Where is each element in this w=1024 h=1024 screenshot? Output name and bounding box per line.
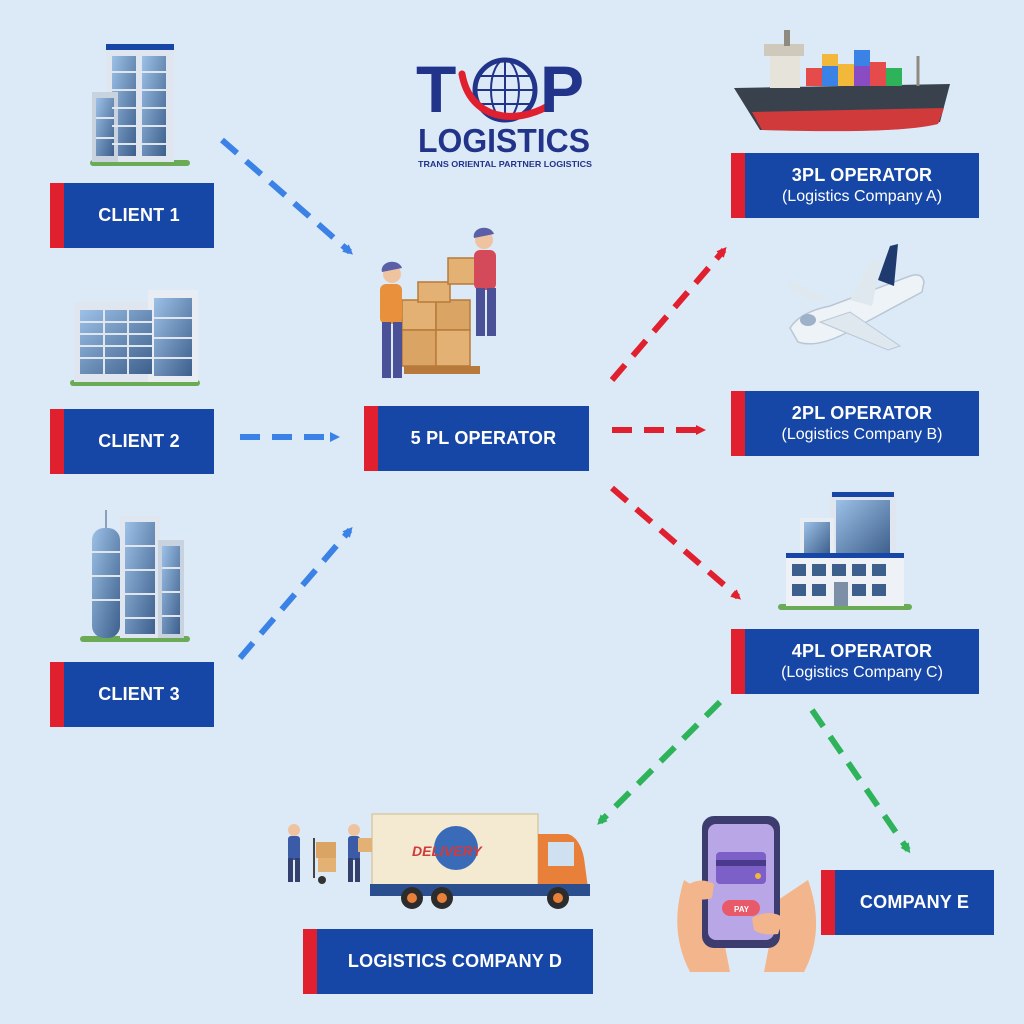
phone-pay-icon: PAY	[677, 816, 817, 972]
node-4pl-operator-sub: (Logistics Company C)	[781, 664, 943, 681]
node-2pl-operator: 2PL OPERATOR (Logistics Company B)	[731, 391, 979, 456]
node-3pl-operator: 3PL OPERATOR (Logistics Company A)	[731, 153, 979, 218]
arrow-client1-to-5pl	[220, 137, 354, 255]
office-building-icon	[80, 510, 190, 642]
node-4pl-operator: 4PL OPERATOR (Logistics Company C)	[731, 629, 979, 694]
arrow-5pl-to-3pl	[609, 246, 727, 382]
node-company-e: COMPANY E	[821, 870, 994, 935]
logo-letter-t: T	[416, 52, 456, 126]
node-client-3: CLIENT 3	[50, 662, 214, 727]
logo-tagline: TRANS ORIENTAL PARTNER LOGISTICS	[418, 159, 592, 169]
node-4pl-operator-label: 4PL OPERATOR	[791, 641, 933, 661]
node-logistics-company-d: LOGISTICS COMPANY D	[303, 929, 593, 994]
node-client-2-label: CLIENT 2	[98, 431, 180, 451]
node-client-3-label: CLIENT 3	[98, 684, 180, 704]
node-3pl-operator-label: 3PL OPERATOR	[791, 165, 933, 185]
globe-icon	[458, 57, 552, 123]
cargo-ship-icon	[734, 30, 950, 132]
delivery-truck-icon: DELIVERY	[288, 813, 590, 909]
node-2pl-operator-label: 2PL OPERATOR	[791, 403, 933, 423]
node-client-2: CLIENT 2	[50, 409, 214, 474]
logo-letter-p: P	[540, 52, 584, 126]
arrow-4pl-to-company-e	[809, 708, 911, 854]
office-building-icon	[90, 44, 190, 166]
logo-word: LOGISTICS	[418, 122, 590, 159]
arrow-4pl-to-company-d	[597, 699, 723, 825]
arrow-5pl-to-4pl	[610, 485, 742, 600]
airplane-icon	[786, 244, 925, 351]
node-logistics-company-d-label: LOGISTICS COMPANY D	[347, 951, 563, 971]
node-2pl-operator-sub: (Logistics Company B)	[781, 426, 943, 443]
truck-delivery-text: DELIVERY	[412, 843, 483, 859]
arrow-client3-to-5pl	[237, 526, 353, 660]
arrows	[220, 137, 911, 854]
node-client-1: CLIENT 1	[50, 183, 214, 248]
node-client-1-label: CLIENT 1	[98, 205, 180, 225]
node-5pl-operator-label: 5 PL OPERATOR	[410, 428, 557, 448]
logo: T P LOGISTICS TRANS ORIENTAL PARTNER LOG…	[416, 52, 592, 169]
office-building-icon	[70, 290, 200, 386]
node-3pl-operator-sub: (Logistics Company A)	[781, 188, 943, 205]
node-company-e-label: COMPANY E	[859, 892, 970, 912]
warehouse-icon	[778, 492, 912, 610]
node-5pl-operator: 5 PL OPERATOR	[364, 406, 589, 471]
workers-boxes-icon	[380, 227, 496, 378]
phone-pay-text: PAY	[734, 905, 750, 914]
